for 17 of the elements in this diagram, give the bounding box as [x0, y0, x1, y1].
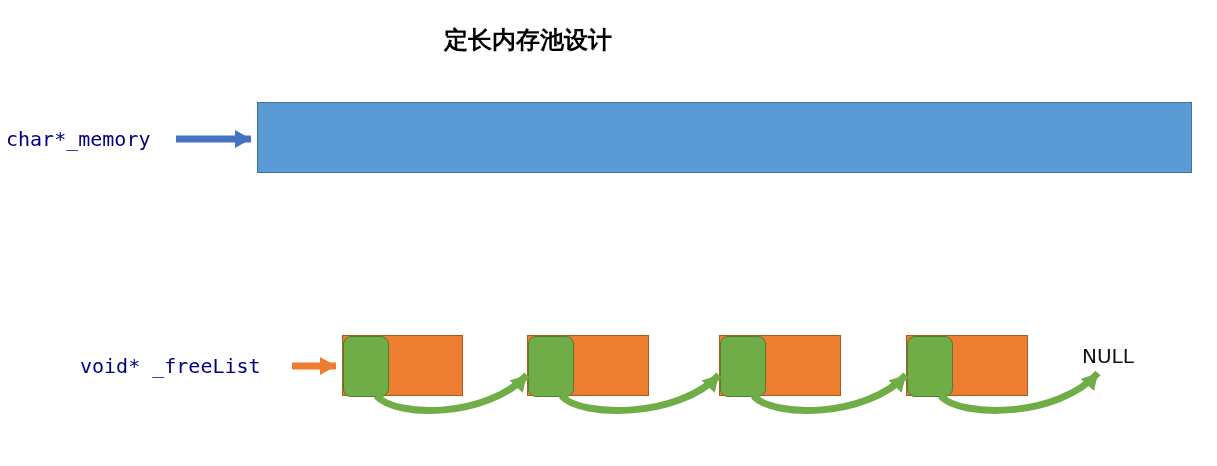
memory-chunk [342, 335, 463, 396]
null-label: NULL [1082, 343, 1135, 370]
arrow [938, 370, 1101, 414]
pointer-cell [343, 336, 389, 397]
pointer-cell [907, 336, 953, 397]
title: 定长内存池设计 [442, 25, 613, 56]
arrow [751, 372, 909, 414]
arrow [559, 372, 722, 414]
arrow [374, 372, 530, 414]
memory-chunk [719, 335, 841, 396]
code-label: char*_memory [6, 126, 152, 153]
memory-chunk [527, 335, 649, 396]
pointer-cell [720, 336, 766, 397]
pointer-cell [528, 336, 574, 397]
memory-chunk [906, 335, 1028, 396]
code-label: void* _freeList [80, 353, 262, 380]
memory-block [257, 102, 1192, 173]
